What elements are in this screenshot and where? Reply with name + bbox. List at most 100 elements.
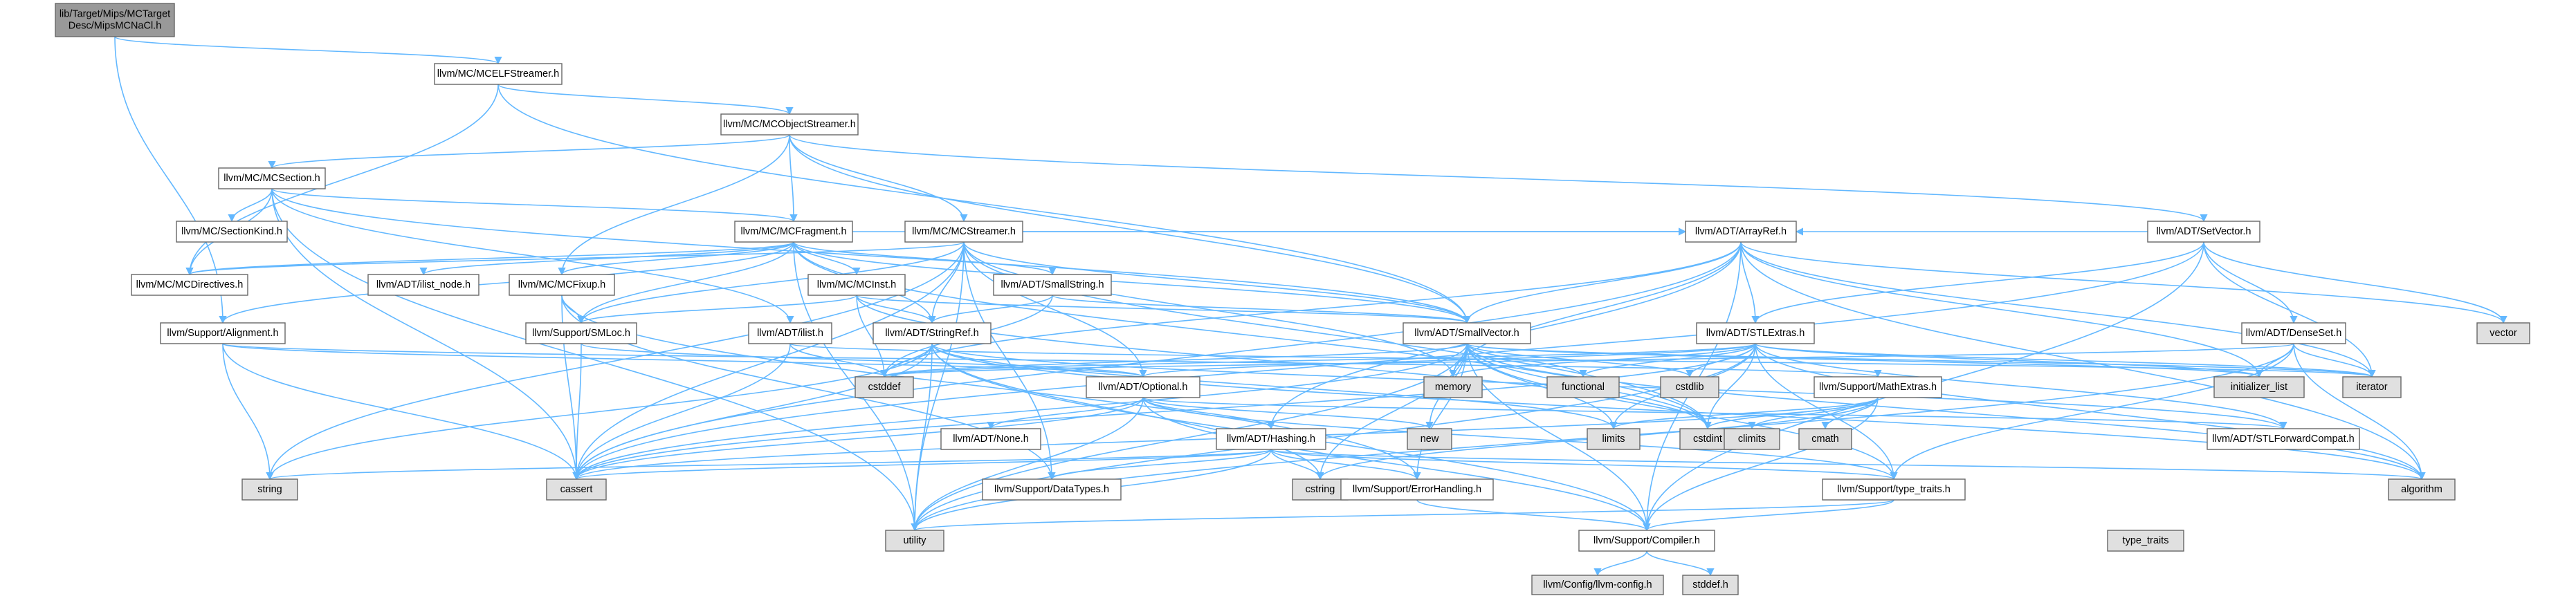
node-stlextras[interactable]: llvm/ADT/STLExtras.h: [1696, 322, 1815, 344]
edge-setvector-to-vector: [2203, 241, 2508, 324]
node-label-ilistnode-0: llvm/ADT/ilist_node.h: [376, 279, 471, 290]
edge-alignment-to-optional: [222, 343, 1147, 378]
node-vector: vector: [2476, 322, 2530, 344]
edge-optional-to-cassert: [572, 397, 1144, 481]
edge-hashing-to-algorithm: [1270, 449, 2425, 481]
node-stlfwd[interactable]: llvm/ADT/STLForwardCompat.h: [2207, 428, 2360, 450]
node-mcsection[interactable]: llvm/MC/MCSection.h: [218, 167, 326, 189]
node-box-optional: [1086, 376, 1200, 398]
node-setvector[interactable]: llvm/ADT/SetVector.h: [2147, 221, 2260, 243]
node-mcinst[interactable]: llvm/MC/MCInst.h: [807, 274, 906, 296]
node-label-sectionkind-0: llvm/MC/SectionKind.h: [181, 226, 282, 237]
node-smloc[interactable]: llvm/Support/SMLoc.h: [525, 322, 637, 344]
node-label-utility-0: utility: [903, 535, 926, 546]
node-compiler[interactable]: llvm/Support/Compiler.h: [1578, 530, 1715, 552]
node-alignment[interactable]: llvm/Support/Alignment.h: [160, 322, 286, 344]
node-box-mcfragment: [734, 221, 853, 243]
node-root[interactable]: lib/Target/Mips/MCTargetDesc/MipsMCNaCl.…: [55, 3, 175, 37]
edge-mcelf-to-mcobj: [497, 84, 794, 115]
edge-optional-to-hashing: [1142, 397, 1275, 430]
node-mcfixup[interactable]: llvm/MC/MCFixup.h: [509, 274, 615, 296]
node-box-memory: [1423, 376, 1483, 398]
edge-mathextras-to-limits: [1609, 397, 1879, 430]
node-label-iterator-0: iterator: [2356, 382, 2387, 393]
edge-mcsection-to-smallvector: [271, 188, 1471, 324]
edge-typetraits_llvm-to-compiler: [1643, 499, 1894, 532]
node-mcfragment[interactable]: llvm/MC/MCFragment.h: [734, 221, 853, 243]
node-ilist[interactable]: llvm/ADT/ilist.h: [748, 322, 832, 344]
node-box-arrayref: [1685, 221, 1797, 243]
node-cmath: cmath: [1798, 428, 1852, 450]
node-label-cmath-0: cmath: [1811, 434, 1839, 445]
node-stringref[interactable]: llvm/ADT/StringRef.h: [873, 322, 992, 344]
edge-stlextras-to-cstdlib: [1686, 343, 1756, 378]
node-smallstring[interactable]: llvm/ADT/SmallString.h: [993, 274, 1112, 296]
edge-mcfragment-to-mcfixup: [558, 241, 794, 276]
edge-errorhandling-to-compiler: [1416, 499, 1651, 532]
edge-mcfragment-to-utility: [793, 241, 919, 532]
edge-stlextras-to-stlfwd: [1755, 343, 2287, 430]
node-label-mcobj-0: llvm/MC/MCObjectStreamer.h: [723, 119, 856, 130]
node-box-mcstreamer: [904, 221, 1023, 243]
node-label-mcinst-0: llvm/MC/MCInst.h: [817, 279, 896, 290]
edge-smallstring-to-smallvector: [1052, 295, 1471, 324]
node-box-cmath: [1798, 428, 1852, 450]
node-box-hashing: [1216, 428, 1326, 450]
edge-arrayref-to-memory: [1449, 241, 1742, 378]
node-mcstreamer[interactable]: llvm/MC/MCStreamer.h: [904, 221, 1023, 243]
node-label-typetraits_llvm-0: llvm/Support/type_traits.h: [1837, 484, 1951, 495]
edge-mcobj-to-mcfragment: [789, 134, 798, 223]
node-mathextras[interactable]: llvm/Support/MathExtras.h: [1814, 376, 1942, 398]
edge-smallvector-to-typetraits_llvm: [1466, 343, 1898, 481]
node-errorhandling[interactable]: llvm/Support/ErrorHandling.h: [1340, 478, 1494, 501]
node-mcdirectives[interactable]: llvm/MC/MCDirectives.h: [131, 274, 248, 296]
node-label-mcstreamer-0: llvm/MC/MCStreamer.h: [912, 226, 1016, 237]
node-label-llvmconfig-0: llvm/Config/llvm-config.h: [1543, 579, 1652, 590]
edge-hashing-to-typetraits_llvm: [1270, 449, 1898, 481]
edge-mcfragment-to-mcinst: [793, 241, 861, 276]
edge-stlextras-to-cstdint: [1703, 343, 1756, 430]
edge-denseset-to-iterator: [2293, 343, 2376, 378]
node-box-stddef: [1682, 575, 1739, 595]
edge-setvector-to-stlextras: [1751, 241, 2204, 324]
node-typetraits_llvm[interactable]: llvm/Support/type_traits.h: [1822, 478, 1966, 501]
edge-mcfixup-to-smloc: [561, 295, 585, 324]
node-label-functional-0: functional: [1562, 382, 1605, 393]
edge-smallvector-to-errorhandling: [1413, 343, 1468, 481]
node-mcelf[interactable]: llvm/MC/MCELFStreamer.h: [434, 63, 563, 85]
edge-stlextras-to-initlist: [1755, 343, 2263, 378]
node-label-mcsection-0: llvm/MC/MCSection.h: [223, 173, 320, 184]
node-box-mcinst: [807, 274, 906, 296]
edge-mcstreamer-to-string: [266, 241, 965, 481]
edge-smloc-to-cassert: [572, 343, 582, 481]
edge-stlextras-to-optional: [1139, 343, 1756, 378]
edge-alignment-to-cassert: [222, 343, 581, 481]
node-box-sectionkind: [176, 221, 288, 243]
edge-denseset-to-algorithm: [2293, 343, 2426, 481]
edge-mcfragment-to-ilistnode: [419, 241, 794, 276]
node-box-smallvector: [1403, 322, 1531, 344]
edge-smallvector-to-algorithm: [1466, 343, 2426, 481]
node-box-limits: [1587, 428, 1641, 450]
node-label-root-0: lib/Target/Mips/MCTarget: [60, 8, 170, 19]
node-none[interactable]: llvm/ADT/None.h: [940, 428, 1041, 450]
node-denseset[interactable]: llvm/ADT/DenseSet.h: [2241, 322, 2346, 344]
node-mcobj[interactable]: llvm/MC/MCObjectStreamer.h: [720, 113, 859, 136]
node-climits: climits: [1724, 428, 1780, 450]
node-label-cassert-0: cassert: [560, 484, 593, 495]
node-new: new: [1407, 428, 1452, 450]
node-hashing[interactable]: llvm/ADT/Hashing.h: [1216, 428, 1326, 450]
edge-arrayref-to-stlextras: [1740, 241, 1760, 324]
node-smallvector[interactable]: llvm/ADT/SmallVector.h: [1403, 322, 1531, 344]
edge-ilist-to-cassert: [572, 343, 791, 481]
node-limits: limits: [1587, 428, 1641, 450]
node-ilistnode[interactable]: llvm/ADT/ilist_node.h: [367, 274, 479, 296]
node-optional[interactable]: llvm/ADT/Optional.h: [1086, 376, 1200, 398]
node-datatypes[interactable]: llvm/Support/DataTypes.h: [982, 478, 1122, 501]
node-sectionkind[interactable]: llvm/MC/SectionKind.h: [176, 221, 288, 243]
node-box-mcsection: [218, 167, 326, 189]
node-arrayref[interactable]: llvm/ADT/ArrayRef.h: [1685, 221, 1797, 243]
edge-compiler-to-llvmconfig: [1593, 550, 1647, 577]
edge-mcfragment-to-smallstring: [793, 241, 1057, 276]
